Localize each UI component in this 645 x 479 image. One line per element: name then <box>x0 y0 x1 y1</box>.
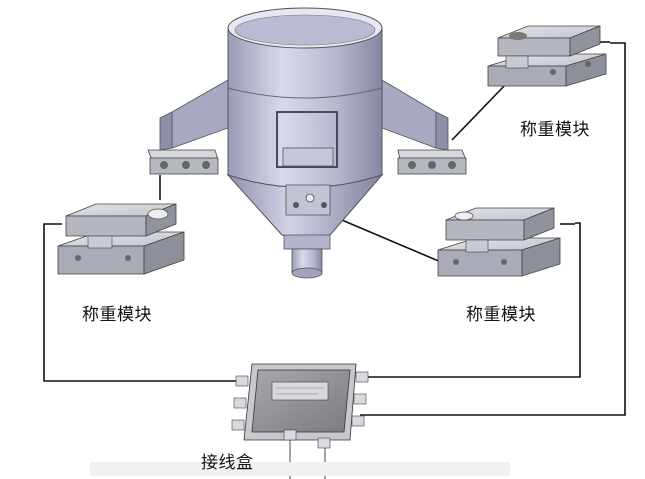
wire-center-to-right-module <box>329 214 449 266</box>
wire-left-module <box>43 223 240 382</box>
floor-reflection <box>90 462 510 476</box>
wire-top-right-module <box>360 42 626 416</box>
label-module-left: 称重模块 <box>82 305 152 325</box>
wire-right-module <box>360 222 581 378</box>
junction-box-icon <box>231 363 369 449</box>
weighing-module-right <box>437 207 575 277</box>
label-module-top-right: 称重模块 <box>520 120 590 140</box>
hopper-icon <box>159 7 449 279</box>
mounted-module-right <box>397 149 467 175</box>
label-junction-box: 接线盒 <box>201 453 254 473</box>
wire-top-right-to-mount <box>451 81 509 141</box>
weighing-module-left <box>57 203 185 275</box>
mounted-module-left <box>147 149 219 175</box>
wiring <box>43 42 626 479</box>
weighing-module-top-right <box>487 25 610 87</box>
label-module-right: 称重模块 <box>466 305 536 325</box>
